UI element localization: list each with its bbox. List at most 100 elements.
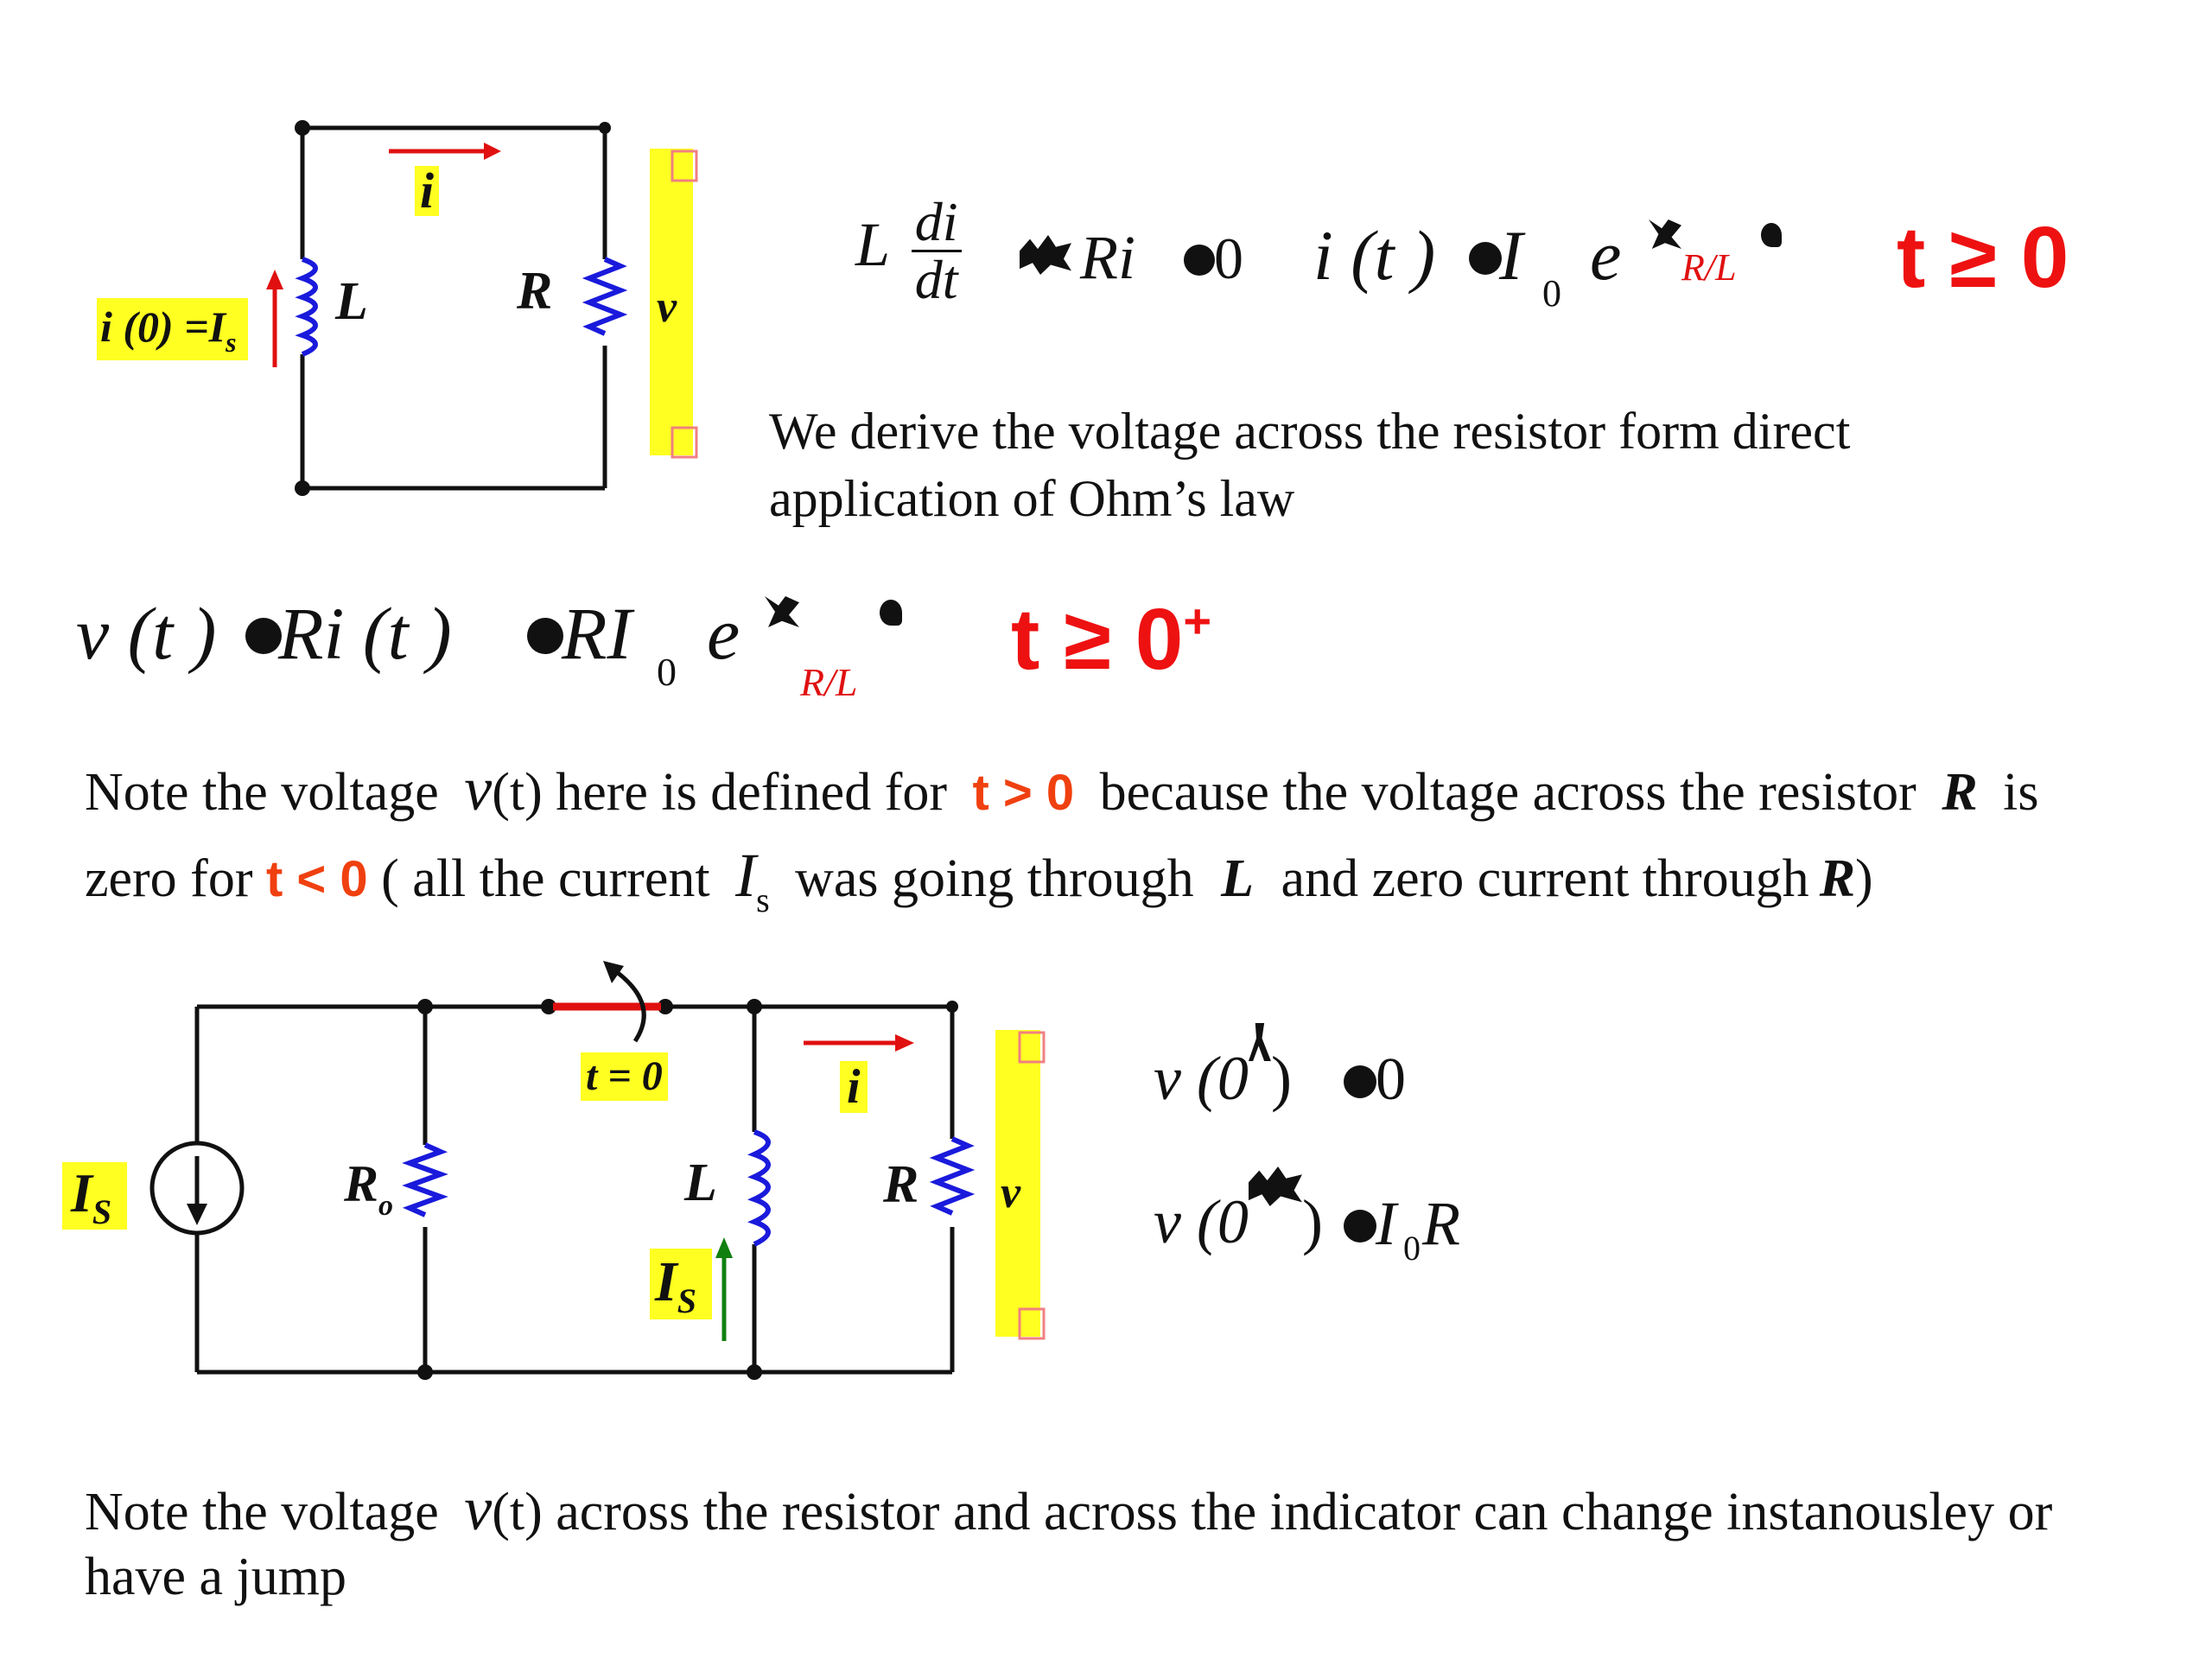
inductor-coil-1 <box>295 257 318 357</box>
derive-text-line-2: application of Ohm’s law <box>769 470 1295 527</box>
is-sub: S <box>677 1281 696 1320</box>
source-I: I <box>71 1162 92 1224</box>
eq1-exp-glyph <box>1649 219 1681 249</box>
eq1-equals-blob-2 <box>1469 242 1502 275</box>
is-green-arrow <box>715 1237 733 1341</box>
eq2-Rit: Ri (t ) <box>278 592 452 675</box>
current-source-arrow <box>187 1204 207 1225</box>
circuit-1-wires <box>300 125 607 491</box>
note1-j: and zero current through <box>1281 849 1809 908</box>
note1-i: was going through <box>795 849 1194 908</box>
eq3-minus-glyph <box>1248 1023 1271 1061</box>
circuit-2-is-label: IS <box>650 1249 712 1319</box>
note1-R: R <box>1942 763 1978 822</box>
eq2-exponent: R/L <box>800 660 858 704</box>
eq1-I-sub: 0 <box>1542 272 1561 315</box>
resistor-zigzag-1 <box>582 257 628 336</box>
eq1-num: di <box>911 194 962 252</box>
eq3-v0plus: v (0 <box>1154 1187 1249 1256</box>
initial-sub: s <box>226 327 237 358</box>
note1-c: t > 0 <box>972 765 1075 821</box>
eq2-condition: t ≥ 0+ <box>1011 596 1211 683</box>
eq2-e: e <box>707 592 741 675</box>
voltage-bar-2 <box>995 1030 1040 1337</box>
eq3-line-2: v (0) <box>1154 1166 1323 1253</box>
eq1-I: I <box>1499 216 1523 295</box>
note1-v: v <box>464 754 493 823</box>
circuit-1 <box>266 120 698 496</box>
source-sub: S <box>92 1192 112 1231</box>
eq3-equals-blob-2 <box>1344 1210 1376 1243</box>
note1-d: because the voltage across the resistor <box>1099 763 1916 822</box>
circuit-2-resistor-label: R <box>883 1155 919 1214</box>
voltage-bar-1 <box>650 149 693 455</box>
voltage-handle-bottom-2[interactable] <box>1018 1307 1046 1340</box>
eq2-RI: RI <box>562 592 632 675</box>
eq2-equals-blob-2 <box>527 618 563 654</box>
note1-I: I <box>735 841 757 910</box>
derive-text-line-1: We derive the voltage across the resisto… <box>769 403 1851 460</box>
eq1-condition: t ≥ 0 <box>1897 209 2069 306</box>
note1-k: ) <box>1855 849 1873 908</box>
voltage-handle-bottom-1[interactable] <box>671 426 698 459</box>
equation-1: L di dt <box>855 194 969 308</box>
eq1-equals-blob <box>1184 245 1215 276</box>
note1-I-sub: s <box>756 880 770 919</box>
eq2-equals-blob-1 <box>245 618 282 654</box>
eq3-close-1: ) <box>1270 1044 1292 1113</box>
ro-R: R <box>344 1155 379 1212</box>
note1-e: is <box>2003 763 2039 822</box>
current-arrow-1 <box>389 143 501 160</box>
circuit-1-initial-label: i (0) =Is <box>97 298 248 360</box>
resistor-zigzag-2 <box>929 1136 976 1216</box>
eq1-den: dt <box>914 249 958 310</box>
is-I: I <box>655 1250 677 1313</box>
note-1-line-1: Note the voltage v(t) here is defined fo… <box>85 753 2039 825</box>
eq1-L: L <box>855 210 889 280</box>
circuit-1-resistor-label: R <box>517 262 553 321</box>
eq3-equals-blob-1 <box>1344 1065 1376 1098</box>
eq3-v0minus: v (0 <box>1154 1044 1249 1113</box>
eq2-I-sub: 0 <box>657 650 677 694</box>
voltage-handle-top-2[interactable] <box>1018 1031 1046 1064</box>
ro-sub: o <box>378 1190 394 1222</box>
initial-current-arrow <box>266 270 283 367</box>
note-2-line-1: Note the voltage v(t) across the resisto… <box>85 1473 2052 1545</box>
eq3-value-1: 0 <box>1376 1046 1406 1113</box>
circuit-2-nodes <box>417 999 958 1380</box>
initial-text: i (0) =I <box>100 302 226 351</box>
eq2-condition-main: t ≥ 0 <box>1011 591 1184 688</box>
note-2-line-2: have a jump <box>85 1548 347 1606</box>
eq3-line-1: v (0) <box>1154 1023 1292 1109</box>
eq1-zero: 0 <box>1214 226 1243 291</box>
eq1-e: e <box>1590 216 1622 295</box>
eq3-R: R <box>1422 1189 1460 1258</box>
note1-h: ( all the current <box>381 849 710 908</box>
eq3-I: I <box>1376 1189 1396 1258</box>
eq1-Ri: Ri <box>1080 223 1135 292</box>
inductor-coil-2 <box>747 1129 771 1247</box>
eq1-exp-close <box>1761 223 1782 247</box>
voltage-handle-top-1[interactable] <box>671 149 698 182</box>
eq2-condition-sup: + <box>1183 594 1212 648</box>
note1-g: t < 0 <box>265 851 368 907</box>
note1-b: (t) here is defined for <box>492 763 947 822</box>
note2-a: Note the voltage <box>85 1483 439 1541</box>
note2-b: (t) across the resistor and across the i… <box>492 1483 2053 1541</box>
switch-arc-arrow <box>609 965 646 1043</box>
circuit-2-voltage-label: v <box>1001 1168 1021 1217</box>
circuit-1-nodes <box>295 120 611 496</box>
circuit-2-ro-label: Ro <box>344 1155 393 1221</box>
circuit-1-voltage-label: v <box>657 283 677 332</box>
circuit-2-current-label: i <box>840 1061 868 1113</box>
eq2-exp-close <box>880 600 902 626</box>
circuit-1-inductor-label: L <box>335 272 368 331</box>
resistor-ro-zigzag <box>402 1142 448 1217</box>
note-1-line-2: zero for t < 0 ( all the current Is was … <box>85 840 1873 919</box>
eq3-I-sub: 0 <box>1403 1229 1421 1268</box>
eq1-exponent: R/L <box>1681 246 1737 289</box>
note1-L: L <box>1221 849 1255 908</box>
circuit-2-wires <box>194 1004 955 1375</box>
circuit-2 <box>149 961 1046 1380</box>
note1-f: zero for <box>85 849 253 908</box>
